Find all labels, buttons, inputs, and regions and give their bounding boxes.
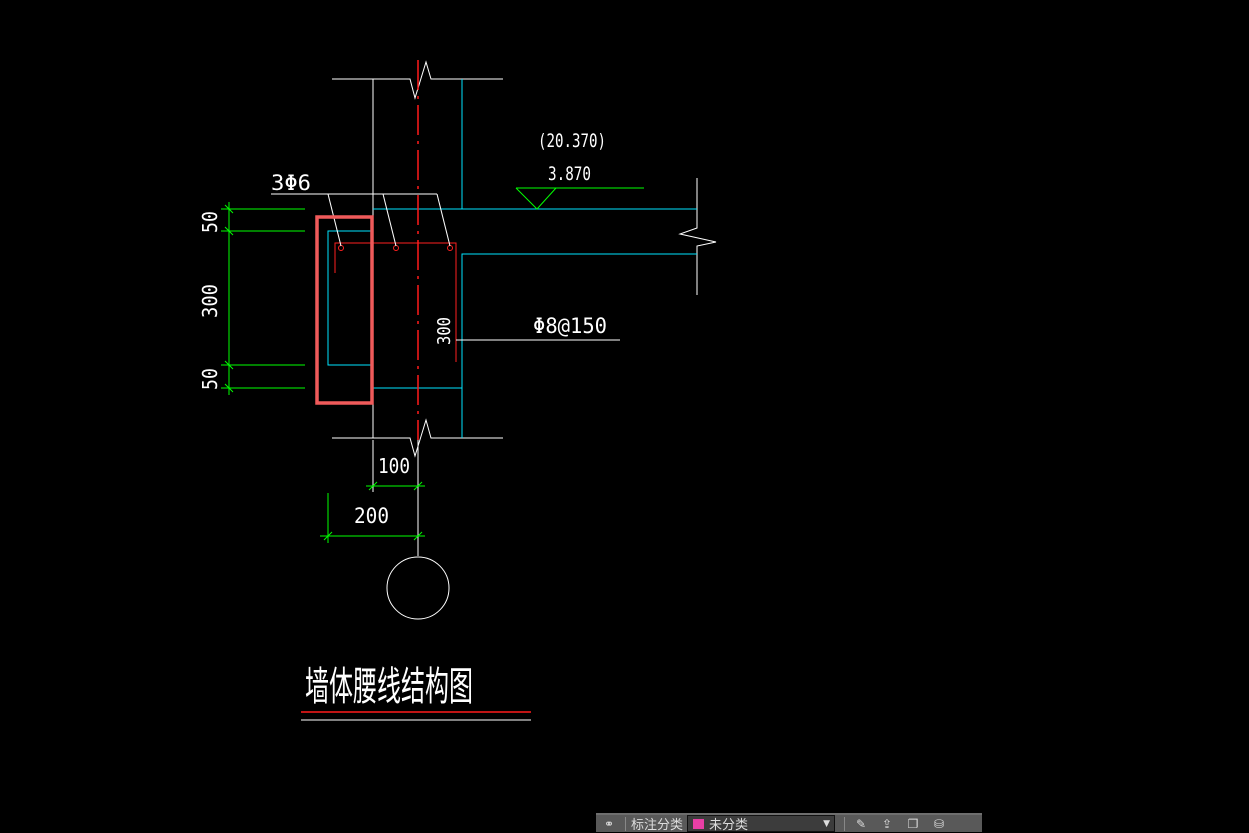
divider xyxy=(844,816,846,831)
layer-select[interactable]: 未分类 ▼ xyxy=(687,815,836,833)
layer-label: 标注分类 xyxy=(631,818,684,833)
dim-100: 100 xyxy=(378,454,410,478)
highlight-box[interactable] xyxy=(315,215,374,405)
layer-value: 未分类 xyxy=(709,818,749,833)
layers-icon[interactable]: ⚭ xyxy=(603,816,615,831)
dim-50-top: 50 xyxy=(198,211,222,233)
edit-icon[interactable]: ✎ xyxy=(855,816,867,831)
axis-bubble xyxy=(386,556,450,620)
dimension-lines xyxy=(221,202,425,543)
chevron-down-icon[interactable]: ▼ xyxy=(823,818,831,829)
annotation-toolbar: ⚭ 标注分类 未分类 ▼ ✎ ⇪ ❐ ⛁ xyxy=(596,813,982,833)
rebar-label: 3Φ6 xyxy=(271,171,311,195)
dim-200: 200 xyxy=(354,504,389,528)
leader-lines xyxy=(271,187,644,341)
export-icon[interactable]: ⇪ xyxy=(881,816,893,831)
copy-icon[interactable]: ❐ xyxy=(907,816,919,831)
elevation-label: 3.870 xyxy=(548,163,591,185)
dim-300-left: 300 xyxy=(198,284,222,318)
concrete-outline xyxy=(327,79,697,438)
elevation-paren-label: (20.370) xyxy=(538,130,606,152)
wall-outline xyxy=(332,60,717,556)
database-icon[interactable]: ⛁ xyxy=(933,816,945,831)
dim-50-bottom: 50 xyxy=(198,368,222,390)
stirrup-label: Φ8@150 xyxy=(533,314,607,338)
layer-color-swatch xyxy=(693,818,705,829)
drawing-title: 墙体腰线结构图 xyxy=(305,664,473,710)
dim-300-height: 300 xyxy=(434,317,455,345)
divider xyxy=(625,816,626,831)
